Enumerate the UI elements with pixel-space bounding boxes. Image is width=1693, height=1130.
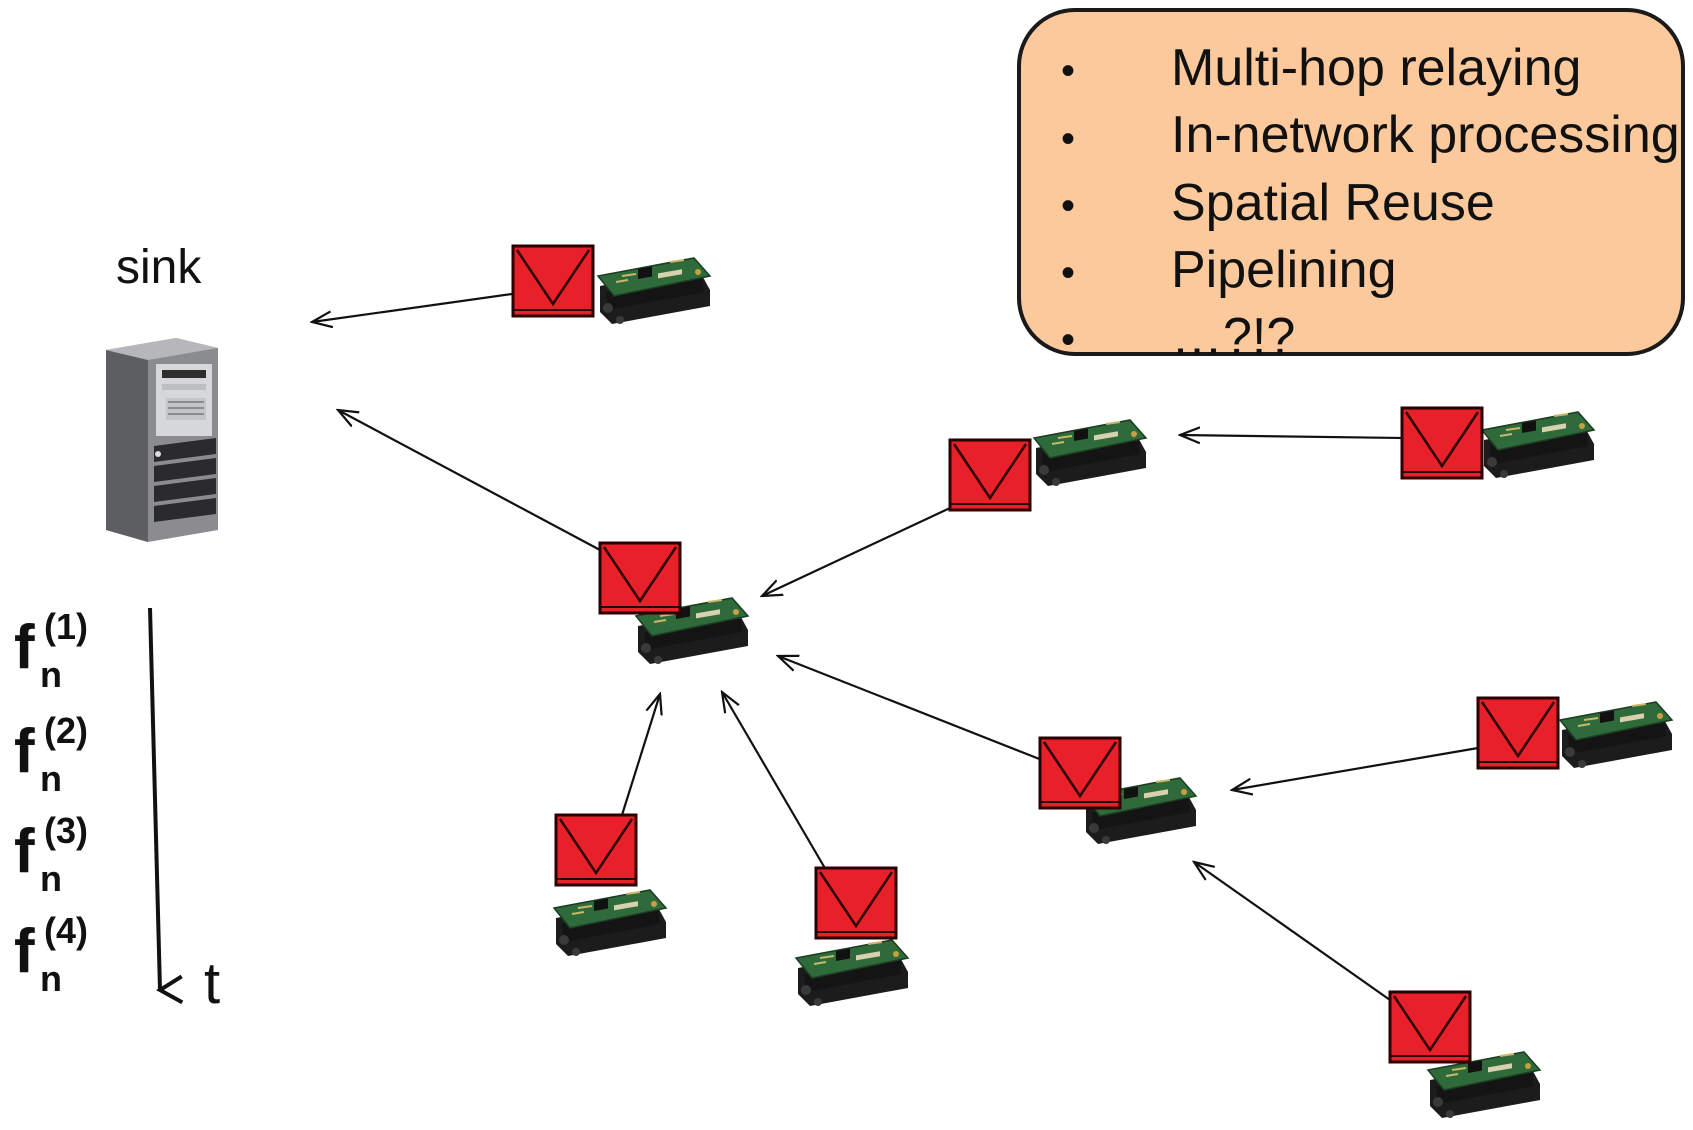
- list-item: • Pipelining: [1061, 238, 1680, 305]
- server-tower-icon: [105, 337, 219, 543]
- sink-label: sink: [116, 241, 202, 294]
- list-item: • …?!?: [1061, 305, 1680, 372]
- frame-subscript: n: [40, 858, 62, 899]
- frame-label-4: f (4) n: [14, 910, 88, 999]
- arrow-bottom-mid-to-hub: [722, 692, 827, 871]
- sensor-node-lower-hub: [1038, 736, 1197, 845]
- arrow-lower-hub-to-hub: [778, 656, 1043, 762]
- list-item-text: In-network processing: [1171, 106, 1680, 165]
- list-item: • Spatial Reuse: [1061, 171, 1680, 238]
- list-item-text: Spatial Reuse: [1171, 173, 1495, 232]
- sensor-mote-icon: [1559, 701, 1673, 769]
- envelope-icon: [814, 866, 898, 940]
- arrow-bottom-right-to-lower-hub: [1194, 862, 1391, 1001]
- bullet-icon: •: [1061, 318, 1076, 363]
- arrow-mid-to-hub: [762, 507, 951, 596]
- frame-subscript: n: [40, 958, 62, 999]
- envelope-icon: [1388, 990, 1472, 1064]
- arrow-far-right-to-mid: [1180, 435, 1403, 438]
- bullet-icon: •: [1061, 116, 1076, 161]
- frame-superscript: (1): [44, 606, 88, 647]
- envelope-icon: [1476, 696, 1560, 770]
- sensor-mote-icon: [553, 889, 667, 957]
- sensor-node-top: [511, 244, 711, 325]
- frame-subscript: n: [40, 758, 62, 799]
- list-item: • Multi-hop relaying: [1061, 36, 1680, 103]
- sensor-node-bottom-left: [553, 813, 667, 957]
- bullet-icon: •: [1061, 49, 1076, 94]
- envelope-icon: [554, 813, 638, 887]
- sensor-mote-icon: [795, 939, 909, 1007]
- frame-superscript: (2): [44, 710, 88, 751]
- frame-label-3: f (3) n: [14, 810, 88, 899]
- frame-subscript: n: [40, 654, 62, 695]
- sensor-node-right: [1476, 696, 1673, 770]
- list-item-text: Pipelining: [1171, 240, 1397, 299]
- relay-arrows: [312, 292, 1479, 1001]
- sensor-node-mid-right: [948, 419, 1147, 512]
- time-axis-arrow: [148, 607, 184, 1005]
- sensor-mote-icon: [1481, 411, 1595, 479]
- bullet-icon: •: [1061, 251, 1076, 296]
- arrow-top-to-sink: [312, 292, 513, 322]
- envelope-icon: [1400, 406, 1484, 480]
- sensor-mote-icon: [597, 257, 711, 325]
- sensor-node-bottom-right: [1388, 990, 1541, 1119]
- arrow-right-to-lower-hub: [1232, 746, 1479, 790]
- list-item-text: Multi-hop relaying: [1171, 39, 1582, 97]
- sensor-node-hub: [598, 541, 749, 665]
- frame-base: f: [14, 717, 35, 786]
- envelope-icon: [511, 244, 595, 318]
- callout-box: • Multi-hop relaying • In-network processi…: [1017, 8, 1685, 366]
- frame-label-1: f (1) n: [14, 606, 88, 695]
- frame-base: f: [14, 917, 35, 986]
- envelope-icon: [1038, 736, 1122, 810]
- envelope-icon: [598, 541, 682, 615]
- sensor-mote-icon: [1033, 419, 1147, 487]
- sink-server: [105, 337, 219, 543]
- frame-label-2: f (2) n: [14, 710, 88, 799]
- arrow-hub-to-sink: [338, 410, 601, 551]
- arrow-bottom-left-to-hub: [620, 694, 660, 816]
- bullet-icon: •: [1061, 183, 1076, 228]
- list-item: • In-network processing: [1061, 103, 1680, 170]
- frame-base: f: [14, 613, 35, 682]
- frame-superscript: (4): [44, 910, 88, 951]
- benefits-list: • Multi-hop relaying • In-network processi…: [1061, 36, 1680, 372]
- sensor-node-far-right: [1400, 406, 1595, 480]
- frame-superscript: (3): [44, 810, 88, 851]
- sensor-node-bottom-mid: [795, 866, 909, 1007]
- envelope-icon: [948, 438, 1032, 512]
- list-item-text: …?!?: [1171, 308, 1296, 367]
- time-axis-label: t: [204, 951, 221, 1016]
- frame-base: f: [14, 817, 35, 886]
